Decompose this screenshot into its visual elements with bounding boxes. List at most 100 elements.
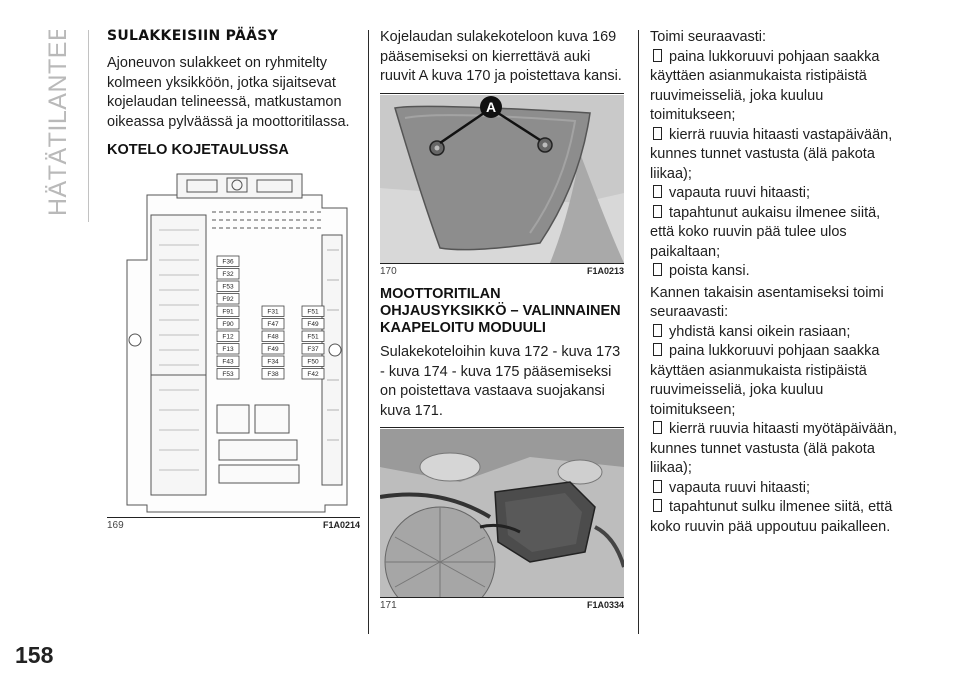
- step-item: kierrä ruuvia hitaasti myötäpäivään, kun…: [650, 420, 902, 479]
- figure-code: F1A0214: [322, 520, 360, 530]
- fuse-slot: [261, 368, 285, 380]
- figure-number: 171: [380, 600, 397, 611]
- fuse-slot: [216, 293, 240, 305]
- fuse-label: F31: [267, 309, 279, 316]
- step-item: poista kansi.: [650, 262, 902, 282]
- checkbox-bullet-icon: [653, 479, 662, 493]
- column-2-lower: MOOTTORITILAN OHJAUSYKSIKKÖ – VALINNAINE…: [380, 286, 624, 421]
- column-divider: [368, 30, 369, 634]
- checkbox-bullet-icon: [653, 343, 662, 356]
- fuse-slot: [261, 318, 285, 330]
- figure-number: 170: [380, 266, 397, 277]
- checkbox-bullet-icon: [653, 499, 662, 512]
- fuse-label: F53: [222, 284, 234, 291]
- side-tab-rule: [88, 30, 89, 222]
- fuse-slot: [301, 343, 325, 355]
- fuse-slot: [301, 318, 325, 330]
- column-3: Toimi seuraavasti: paina lukkoruuvi pohj…: [650, 28, 902, 537]
- step-text: vapauta ruuvi hitaasti;: [669, 479, 811, 496]
- fuse-label: F53: [222, 371, 234, 378]
- body-paragraph: Sulakekoteloihin kuva 172 - kuva 173 - k…: [380, 344, 621, 419]
- column-1: SULAKKEISIIN PÄÄSY Ajoneuvon sulakkeet o…: [107, 28, 360, 165]
- step-item: tapahtunut sulku ilmenee siitä, että kok…: [650, 498, 902, 537]
- fuse-slot: [216, 255, 240, 267]
- page-number: 158: [15, 642, 54, 668]
- step-text: paina lukkoruuvi pohjaan saakka käyttäen…: [650, 343, 880, 418]
- fuse-label: F13: [222, 346, 234, 353]
- fuse-slot: [301, 355, 325, 367]
- step-text: kierrä ruuvia hitaasti myötäpäivään, kun…: [650, 421, 898, 476]
- fuse-label: F38: [267, 371, 279, 378]
- fuse-label: F91: [222, 309, 234, 316]
- intro-paragraph: Toimi seuraavasti:: [650, 29, 767, 45]
- fuse-slot: [216, 368, 240, 380]
- step-text: poista kansi.: [669, 263, 750, 279]
- step-item: kierrä ruuvia hitaasti vastapäivään, kun…: [650, 126, 902, 185]
- fuse-slot: [261, 343, 285, 355]
- engine-photo: [379, 429, 626, 618]
- fuse-slot: [216, 280, 240, 292]
- cover-photo: A: [380, 95, 624, 263]
- intro-paragraph: Kojelaudan sulakekoteloon kuva 169 pääse…: [380, 29, 622, 84]
- step-text: tapahtunut sulku ilmenee siitä, että kok…: [650, 499, 893, 535]
- fuse-label: F34: [267, 359, 279, 366]
- figure-code: F1A0213: [586, 266, 624, 276]
- intro-paragraph: Ajoneuvon sulakkeet on ryhmitelty kolmee…: [107, 55, 350, 130]
- fuse-slot: [216, 268, 240, 280]
- chapter-title: HÄTÄTILANTEET: [44, 30, 72, 216]
- step-text: yhdistä kansi oikein rasiaan;: [669, 323, 851, 340]
- fuse-label: F32: [222, 271, 234, 278]
- column-divider: [638, 30, 639, 634]
- checkbox-bullet-icon: [653, 263, 662, 276]
- step-text: vapauta ruuvi hitaasti;: [669, 185, 811, 201]
- step-item: paina lukkoruuvi pohjaan saakka käyttäen…: [650, 48, 902, 126]
- fuse-label: F42: [307, 371, 319, 378]
- step-item: paina lukkoruuvi pohjaan saakka käyttäen…: [650, 342, 902, 420]
- fuse-slot: [216, 355, 240, 367]
- subheading: MOOTTORITILAN OHJAUSYKSIKKÖ – VALINNAINE…: [380, 286, 621, 336]
- figure-170: A 170 F1A0213: [380, 93, 624, 278]
- fuse-slot: [216, 305, 240, 317]
- checkbox-bullet-icon: [653, 48, 662, 62]
- chapter-side-tab: HÄTÄTILANTEET: [40, 30, 85, 220]
- fuse-label: F36: [222, 259, 234, 266]
- fuse-label: F90: [222, 321, 234, 328]
- step-item: vapauta ruuvi hitaasti;: [650, 479, 902, 499]
- figure-code: F1A0334: [586, 600, 624, 610]
- step-item: tapahtunut aukaisu ilmenee siitä, että k…: [650, 204, 902, 263]
- step-item: yhdistä kansi oikein rasiaan;: [650, 323, 902, 343]
- fuse-label: F49: [267, 346, 279, 353]
- fuse-label: F47: [267, 321, 279, 328]
- callout-label: A: [486, 99, 496, 115]
- checkbox-bullet-icon: [653, 126, 662, 140]
- step-text: tapahtunut aukaisu ilmenee siitä, että k…: [650, 204, 881, 260]
- fuse-slot: [261, 305, 285, 317]
- figure-number: 169: [107, 520, 124, 531]
- subheading: KOTELO KOJETAULUSSA: [107, 142, 289, 158]
- fuse-slot: [301, 305, 325, 317]
- fuse-slot: [216, 343, 240, 355]
- steps-list: paina lukkoruuvi pohjaan saakka käyttäen…: [650, 48, 902, 282]
- step-text: kierrä ruuvia hitaasti vastapäivään, kun…: [650, 126, 893, 182]
- figure-171: 171 F1A0334: [379, 427, 626, 618]
- fuse-label: F50: [307, 359, 319, 366]
- step-item: vapauta ruuvi hitaasti;: [650, 184, 902, 204]
- fuse-label: F12: [222, 334, 234, 341]
- fuse-slot: [301, 368, 325, 380]
- fuse-slot: [261, 355, 285, 367]
- column-2: Kojelaudan sulakekoteloon kuva 169 pääse…: [380, 28, 624, 87]
- checkbox-bullet-icon: [653, 323, 662, 337]
- fuse-label: F49: [307, 321, 319, 328]
- fuse-label: F92: [222, 296, 234, 303]
- reassembly-intro: Kannen takaisin asentamiseksi toimi seur…: [650, 284, 884, 321]
- fuse-slot: [216, 330, 240, 342]
- fuse-label: F51: [307, 309, 319, 316]
- fuse-slot: [216, 318, 240, 330]
- figure-caption: 169 F1A0214: [107, 517, 360, 532]
- fuse-label: F43: [222, 359, 234, 366]
- fuse-slot: [301, 330, 325, 342]
- checkbox-bullet-icon: [653, 185, 662, 198]
- checkbox-bullet-icon: [653, 421, 662, 434]
